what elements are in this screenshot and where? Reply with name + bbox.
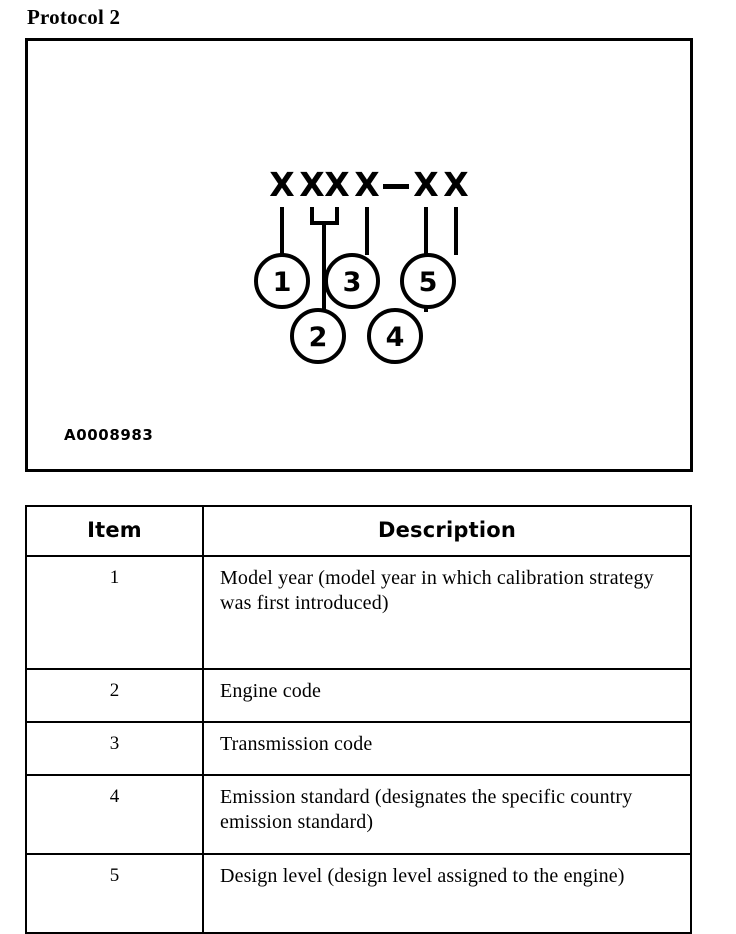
cell-item-number: 2 bbox=[25, 668, 204, 723]
calibration-code-diagram: X X X X X X 1 3 bbox=[254, 165, 469, 364]
callout-label-4: 4 bbox=[386, 322, 405, 353]
callout-label-5: 5 bbox=[419, 267, 438, 298]
cell-item-number: 3 bbox=[25, 721, 204, 776]
cell-item-number: 5 bbox=[25, 853, 204, 934]
callout-label-2: 2 bbox=[309, 322, 328, 353]
code-char-4: X bbox=[354, 165, 379, 204]
code-char-5: X bbox=[413, 165, 438, 204]
callout-circle-2: 2 bbox=[290, 308, 346, 364]
cell-item-description: Transmission code bbox=[202, 721, 692, 776]
callout-circle-5: 5 bbox=[400, 253, 456, 309]
callout-circle-4: 4 bbox=[367, 308, 423, 364]
table-row: 2 Engine code bbox=[25, 668, 692, 723]
cell-item-number: 1 bbox=[25, 555, 204, 670]
cell-item-description: Engine code bbox=[202, 668, 692, 723]
callout-label-1: 1 bbox=[273, 267, 292, 298]
table-row: 5 Design level (design level assigned to… bbox=[25, 853, 692, 934]
column-header-description: Description bbox=[202, 505, 692, 557]
legend-table: Item Description 1 Model year (model yea… bbox=[25, 505, 692, 934]
code-character-group: X X X X X X bbox=[269, 165, 468, 204]
figure-code-label: A0008983 bbox=[64, 426, 154, 444]
table-row: 4 Emission standard (designates the spec… bbox=[25, 774, 692, 855]
table-row: 3 Transmission code bbox=[25, 721, 692, 776]
code-separator-dash bbox=[383, 184, 409, 189]
column-header-item: Item bbox=[25, 505, 204, 557]
code-char-3: X bbox=[324, 165, 349, 204]
code-char-1: X bbox=[269, 165, 294, 204]
code-char-2: X bbox=[299, 165, 324, 204]
bracket-item-2 bbox=[310, 207, 339, 225]
figure-frame: X X X X X X 1 3 bbox=[25, 38, 693, 472]
cell-item-description: Model year (model year in which calibrat… bbox=[202, 555, 692, 670]
page-title: Protocol 2 bbox=[27, 5, 121, 29]
callout-circle-1: 1 bbox=[254, 253, 310, 309]
callout-circle-3: 3 bbox=[324, 253, 380, 309]
cell-item-description: Emission standard (designates the specif… bbox=[202, 774, 692, 855]
table-header-row: Item Description bbox=[25, 505, 692, 557]
cell-item-number: 4 bbox=[25, 774, 204, 855]
table-row: 1 Model year (model year in which calibr… bbox=[25, 555, 692, 670]
callout-label-3: 3 bbox=[343, 267, 362, 298]
code-char-6: X bbox=[443, 165, 468, 204]
cell-item-description: Design level (design level assigned to t… bbox=[202, 853, 692, 934]
